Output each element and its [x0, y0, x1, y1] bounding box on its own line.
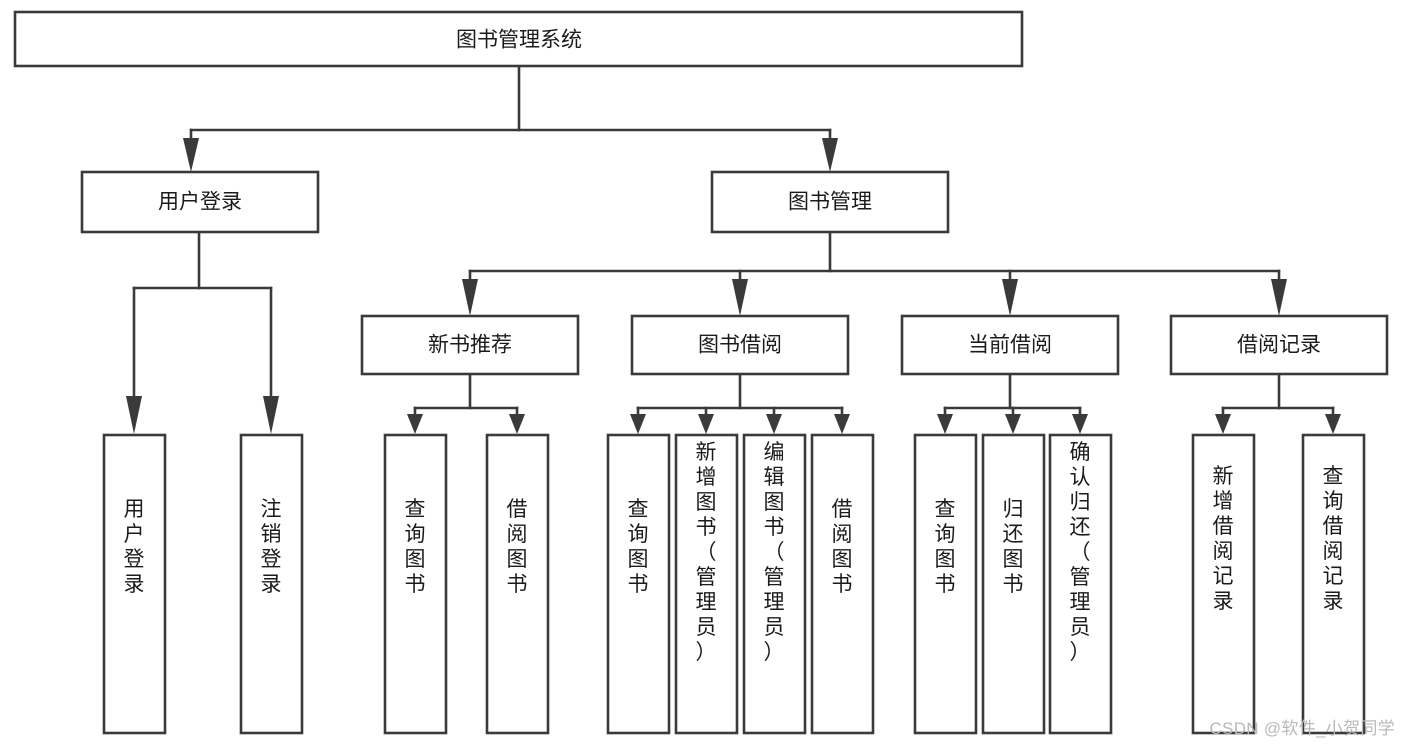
node-book-borrow[interactable]: 图书借阅 [630, 314, 850, 376]
arrow-head-leaf-logout [263, 396, 279, 434]
node-book-borrow-label: 图书借阅 [698, 334, 782, 357]
node-user-login[interactable]: 用户登录 [80, 170, 320, 234]
arrow-head-current-borrow [1002, 279, 1018, 316]
arrow-head-leaf-confirm-return [1072, 414, 1088, 434]
node-leaf-edit-book-box[interactable] [742, 433, 807, 735]
node-new-book-rec[interactable]: 新书推荐 [360, 314, 580, 376]
node-leaf-add-book[interactable]: 新增图书（管理员） [674, 433, 739, 735]
node-leaf-confirm-return-label: 确认归还（管理员） [1070, 441, 1091, 664]
node-new-book-rec-box[interactable] [360, 314, 580, 376]
node-leaf-borrow-book-2[interactable]: 借阅图书 [810, 433, 875, 735]
arrow-head-leaf-borrow-book-1 [509, 414, 525, 434]
arrow-head-leaf-borrow-book-2 [834, 414, 850, 434]
node-leaf-user-login[interactable]: 用户登录 [102, 433, 167, 735]
arrow-head-leaf-add-record [1215, 414, 1231, 434]
node-leaf-user-login-label: 用户登录 [124, 498, 145, 596]
arrow-head-book-manage [822, 138, 838, 172]
node-borrow-record-box[interactable] [1169, 314, 1389, 376]
arrow-head-book-borrow [732, 279, 748, 316]
node-leaf-add-record[interactable]: 新增借阅记录 [1191, 433, 1256, 735]
node-user-login-box[interactable] [80, 170, 320, 234]
node-leaf-return-book-box[interactable] [981, 433, 1046, 735]
arrow-head-leaf-query-record [1325, 414, 1341, 434]
node-leaf-edit-book[interactable]: 编辑图书（管理员） [742, 433, 807, 735]
node-leaf-add-record-label: 新增借阅记录 [1213, 465, 1234, 613]
node-book-borrow-box[interactable] [630, 314, 850, 376]
node-root-label: 图书管理系统 [456, 29, 582, 52]
node-leaf-borrow-book-2-box[interactable] [810, 433, 875, 735]
node-current-borrow[interactable]: 当前借阅 [900, 314, 1120, 376]
node-book-manage-box[interactable] [710, 170, 950, 234]
node-borrow-record-label: 借阅记录 [1237, 334, 1321, 357]
arrow-head-leaf-add-book [698, 414, 714, 434]
arrow-head-leaf-query-book-1 [407, 414, 423, 434]
node-leaf-borrow-book-2-label: 借阅图书 [832, 498, 853, 596]
node-root-box[interactable] [13, 10, 1024, 68]
node-leaf-query-record-box[interactable] [1301, 433, 1366, 735]
node-leaf-edit-book-label: 编辑图书（管理员） [764, 441, 785, 664]
node-leaf-query-record[interactable]: 查询借阅记录 [1301, 433, 1366, 735]
arrow-head-leaf-return-book [1005, 414, 1021, 434]
node-leaf-query-book-1[interactable]: 查询图书 [383, 433, 448, 735]
node-leaf-query-book-3-box[interactable] [913, 433, 978, 735]
node-current-borrow-box[interactable] [900, 314, 1120, 376]
node-leaf-query-record-label: 查询借阅记录 [1323, 465, 1344, 613]
arrow-head-leaf-edit-book [766, 414, 782, 434]
arrow-head-borrow-record [1271, 279, 1287, 316]
node-book-manage-label: 图书管理 [788, 191, 872, 214]
node-leaf-add-record-box[interactable] [1191, 433, 1256, 735]
arrow-head-leaf-query-book-2 [630, 414, 646, 434]
csdn-watermark: CSDN @软件_小贺同学 [1209, 719, 1395, 738]
node-book-manage[interactable]: 图书管理 [710, 170, 950, 234]
node-leaf-return-book-label: 归还图书 [1003, 498, 1024, 596]
node-leaf-query-book-3[interactable]: 查询图书 [913, 433, 978, 735]
node-leaf-confirm-return[interactable]: 确认归还（管理员） [1048, 433, 1113, 735]
node-leaf-borrow-book-1[interactable]: 借阅图书 [485, 433, 550, 735]
arrow-head-leaf-user-login [126, 396, 142, 434]
node-leaf-query-book-1-box[interactable] [383, 433, 448, 735]
node-leaf-logout-box[interactable] [239, 433, 304, 735]
node-leaf-borrow-book-1-box[interactable] [485, 433, 550, 735]
node-leaf-logout-label: 注销登录 [261, 498, 282, 596]
node-leaf-user-login-box[interactable] [102, 433, 167, 735]
node-root[interactable]: 图书管理系统 [13, 10, 1024, 68]
node-leaf-add-book-box[interactable] [674, 433, 739, 735]
node-leaf-query-book-2-box[interactable] [606, 433, 671, 735]
node-leaf-query-book-2[interactable]: 查询图书 [606, 433, 671, 735]
node-leaf-query-book-2-label: 查询图书 [628, 498, 649, 596]
arrow-head-new-book-rec [462, 279, 478, 316]
arrow-head-leaf-query-book-3 [937, 414, 953, 434]
node-leaf-query-book-3-label: 查询图书 [935, 498, 956, 596]
node-leaf-confirm-return-box[interactable] [1048, 433, 1113, 735]
node-leaf-add-book-label: 新增图书（管理员） [696, 441, 717, 664]
node-borrow-record[interactable]: 借阅记录 [1169, 314, 1389, 376]
node-current-borrow-label: 当前借阅 [968, 334, 1052, 357]
node-leaf-query-book-1-label: 查询图书 [405, 498, 426, 596]
node-user-login-label: 用户登录 [158, 191, 242, 214]
arrow-head-user-login [183, 138, 199, 172]
node-leaf-borrow-book-1-label: 借阅图书 [507, 498, 528, 596]
connector-layer [126, 64, 1341, 434]
node-leaf-return-book[interactable]: 归还图书 [981, 433, 1046, 735]
node-new-book-rec-label: 新书推荐 [428, 334, 512, 357]
node-leaf-logout[interactable]: 注销登录 [239, 433, 304, 735]
